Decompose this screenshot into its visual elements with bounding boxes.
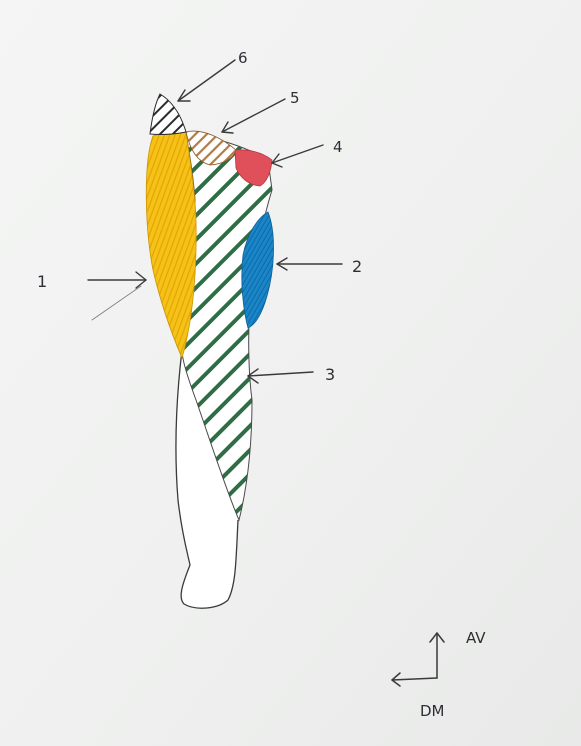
- label-6: 6: [238, 49, 248, 67]
- compass-label-dm: DM: [420, 702, 445, 720]
- label-2: 2: [352, 257, 362, 276]
- label-4: 4: [333, 138, 343, 156]
- label-3: 3: [325, 365, 335, 384]
- label-1: 1: [37, 272, 47, 291]
- compass-label-av: AV: [466, 629, 486, 647]
- label-5: 5: [290, 89, 300, 107]
